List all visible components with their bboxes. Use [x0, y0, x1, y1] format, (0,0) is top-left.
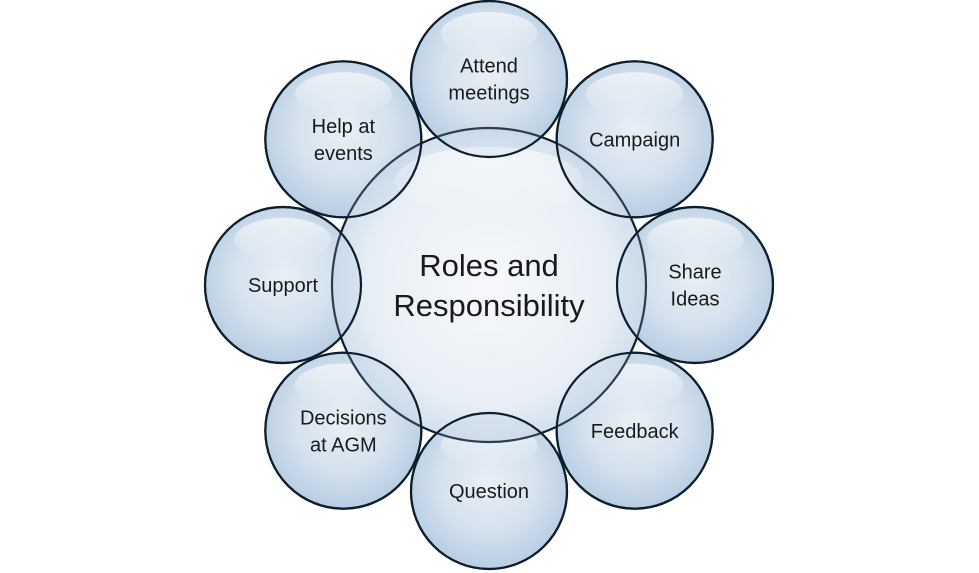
bubble-attend-meetings-label-line-1: Attend	[460, 56, 518, 78]
bubble-feedback-label-line-1: Feedback	[591, 421, 680, 443]
bubble-help-at-events-overlap-outline	[264, 60, 423, 219]
bubble-question-overlap-outline	[409, 411, 569, 571]
bubble-campaign-label-line-1: Campaign	[589, 130, 680, 152]
center-bubble-circle	[330, 126, 648, 444]
bubble-help-at-events-highlight	[294, 72, 392, 116]
bubble-attend-meetings-label-line-2: meetings	[448, 83, 529, 105]
center-title-line-1: Roles and	[419, 248, 559, 283]
bubble-decisions-at-agm-label-line-1: Decisions	[300, 407, 387, 429]
bubble-share-ideas-label-line-2: Ideas	[671, 289, 720, 311]
bubble-attend-meetings-overlap-outline	[409, 0, 569, 159]
bubble-attend-meetings-highlight	[440, 11, 538, 56]
bubble-attend-meetings	[409, 0, 569, 159]
center-title-line-2: Responsibility	[393, 288, 585, 323]
bubble-support-highlight	[234, 217, 332, 262]
bubble-decisions-at-agm-overlap-outline	[264, 351, 423, 510]
bubble-share-ideas-overlap-outline	[615, 205, 775, 365]
bubble-feedback-overlap-outline	[555, 351, 714, 510]
bubble-campaign-highlight	[586, 72, 684, 116]
bubble-help-at-events-label-line-2: events	[314, 143, 373, 165]
bubble-decisions-at-agm-label-line-2: at AGM	[310, 434, 377, 456]
bubble-question-label-line-1: Question	[449, 481, 529, 503]
bubble-support-overlap-outline	[203, 205, 363, 365]
bubble-campaign-overlap-outline	[555, 60, 714, 219]
center-bubble-highlight	[394, 146, 584, 216]
bubble-share-ideas-label-line-1: Share	[668, 262, 721, 284]
bubble-support-label-line-1: Support	[248, 275, 318, 297]
bubble-share-ideas-highlight	[646, 217, 744, 262]
center-bubble	[330, 126, 648, 444]
bubble-help-at-events-label-line-1: Help at	[312, 116, 376, 138]
